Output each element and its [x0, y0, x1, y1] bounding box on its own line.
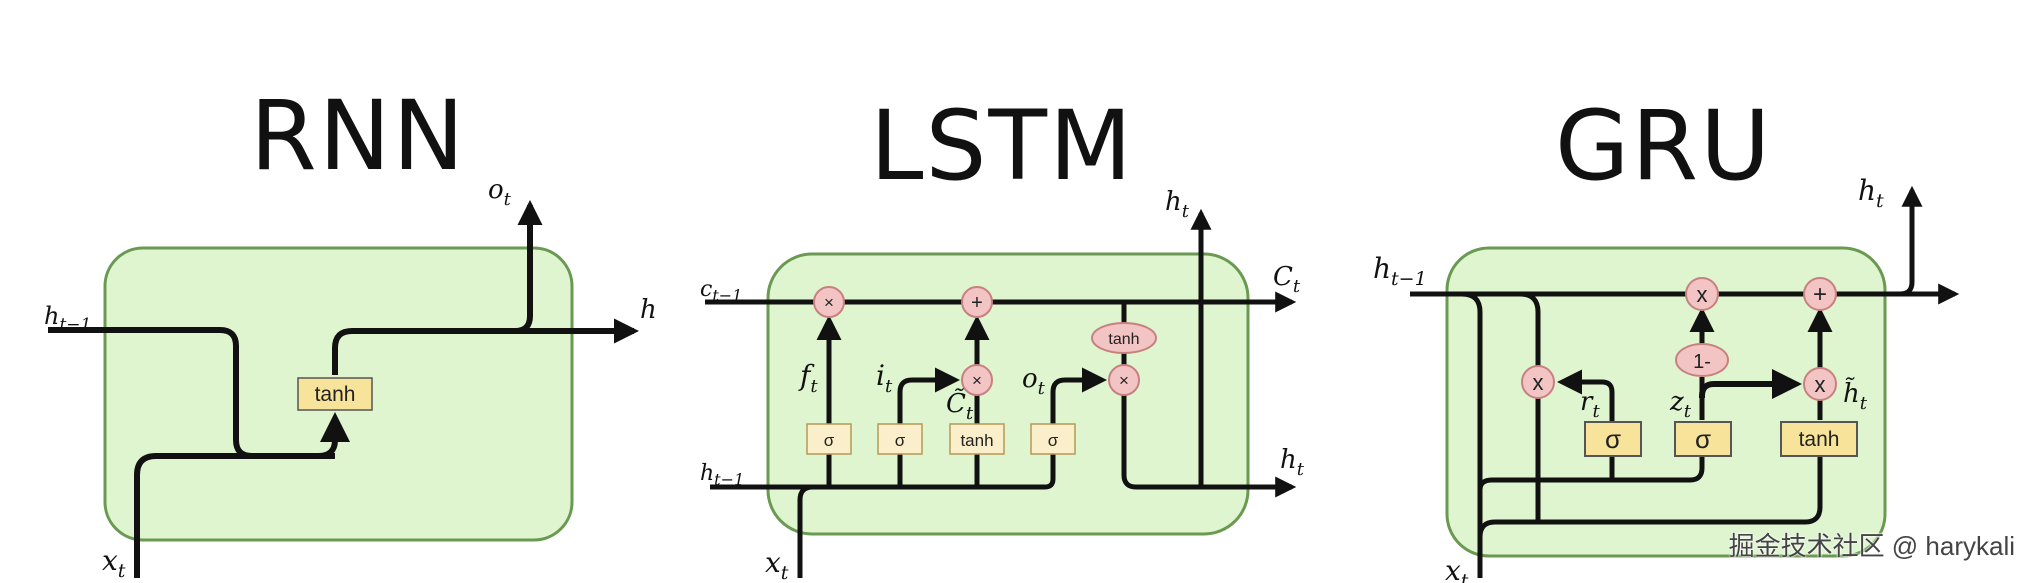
gru-hprev-label: ht−1 [1373, 252, 1427, 290]
lstm-cell: σ σ tanh σ × + × × tanh ct−1 ht−1 Ct ht … [700, 187, 1305, 583]
lstm-sigma-f [806, 423, 852, 455]
rnn-tanh-label: tanh [315, 383, 356, 406]
gru-update-mul [1685, 277, 1719, 311]
lstm-output-mul [1108, 364, 1140, 396]
lstm-tanh-out-label: tanh [1108, 331, 1139, 348]
rnn-h-label: h [640, 295, 657, 325]
lstm-og-feed [1044, 425, 1056, 490]
gru-tanh [1780, 421, 1858, 457]
lstm-sigma-f-label: σ [824, 431, 835, 450]
lstm-input-mul-label: × [972, 371, 982, 390]
lstm-h-out [1121, 395, 1297, 498]
gru-add [1803, 277, 1837, 311]
rnn-o-path [514, 199, 543, 334]
gru-sigma-z-label: σ [1695, 424, 1711, 454]
lstm-forget-mul-label: × [824, 293, 834, 312]
gru-reset-mul [1521, 365, 1555, 399]
gru-hout-label: ht [1858, 174, 1884, 212]
gru-cell: σ σ tanh x x + x 1- ht−1 ht xt rt zt h̃t [1373, 174, 1960, 583]
rnn-title: RNN [250, 80, 467, 192]
lstm-tanh-c [949, 423, 1005, 455]
gru-sigma-r [1584, 421, 1642, 457]
gru-candidate-mul [1803, 367, 1837, 401]
watermark: 掘金技术社区 @ harykali [1728, 531, 2015, 561]
lstm-cout-label: Ct [1273, 262, 1301, 297]
gru-one-minus [1675, 343, 1729, 377]
gru-title: GRU [1555, 90, 1773, 202]
gru-add-label: + [1813, 281, 1827, 308]
lstm-sigma-o-label: σ [1048, 431, 1059, 450]
rnn-cell: tanh ht−1 xt ot h [44, 175, 657, 582]
gru-branch-a [1461, 291, 1483, 578]
lstm-x-label: xt [765, 546, 789, 583]
lstm-forget-mul [813, 286, 845, 318]
lstm-sigma-i-label: σ [895, 431, 906, 450]
lstm-title: LSTM [870, 90, 1134, 202]
gru-z-label: zt [1669, 387, 1692, 422]
gru-branch-b [1519, 291, 1541, 520]
lstm-sigma-o [1030, 423, 1076, 455]
lstm-o-right [1050, 367, 1107, 425]
gru-candidate-mul-label: x [1815, 372, 1826, 397]
lstm-hprev-label: ht−1 [700, 461, 744, 489]
rnn-tanh-gate [297, 377, 373, 411]
lstm-tanh-c-label: tanh [960, 431, 993, 450]
lstm-cprev-label: ct−1 [700, 277, 742, 305]
gru-update-mul-label: x [1697, 282, 1708, 307]
lstm-o-label: ot [1022, 364, 1046, 399]
rnn-hprev-label: ht−1 [44, 302, 91, 335]
lstm-cell-add [961, 286, 993, 318]
gru-reset-mul-label: x [1533, 370, 1544, 395]
rnn-o-label: ot [488, 175, 512, 210]
lstm-tanh-out [1091, 322, 1157, 354]
lstm-i-up [897, 367, 960, 487]
gru-x-label: xt [1445, 554, 1469, 583]
gru-tanh-label: tanh [1799, 428, 1840, 451]
lstm-output-mul-label: × [1119, 371, 1129, 390]
lstm-sigma-i [877, 423, 923, 455]
lstm-input-mul [961, 364, 993, 396]
lstm-ctilde-label: C̃t [946, 388, 974, 424]
gru-sigma-r-label: σ [1605, 424, 1621, 454]
gru-htilde-label: h̃t [1843, 377, 1868, 414]
lstm-cell-add-label: + [971, 292, 983, 314]
lstm-htop-label: ht [1165, 187, 1190, 222]
gru-z-right [1699, 369, 1802, 399]
gru-sigma-z [1674, 421, 1732, 457]
lstm-i-label: it [876, 359, 893, 397]
gru-branch-c [1477, 455, 1705, 491]
lstm-hright-label: ht [1280, 445, 1305, 480]
gru-r-label: rt [1580, 387, 1600, 422]
gru-r-path [1557, 369, 1615, 480]
rnn-x-label: xt [102, 544, 126, 582]
gru-one-minus-label: 1- [1693, 351, 1711, 373]
gru-branch-d [1477, 455, 1823, 538]
rnn-x-path [134, 412, 350, 578]
rnn-out-path [332, 318, 640, 375]
lstm-x-path [797, 484, 814, 578]
